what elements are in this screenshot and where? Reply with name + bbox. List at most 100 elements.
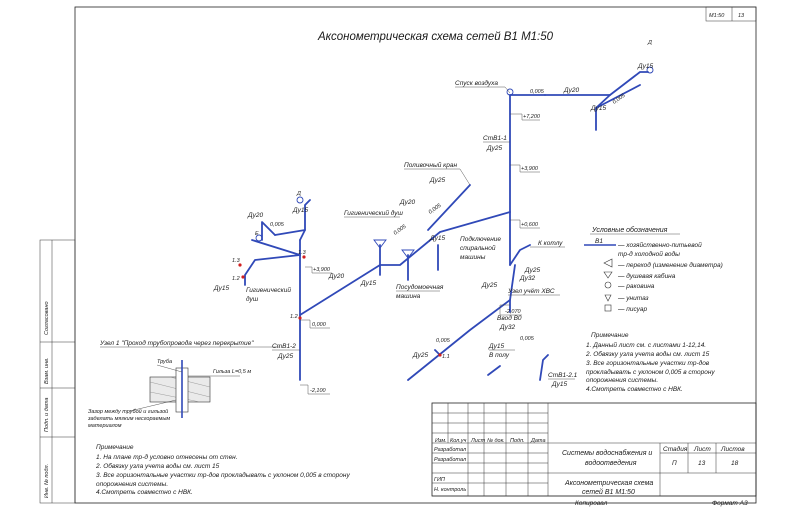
label-sub-b: Е	[255, 231, 259, 237]
label-watering-tap: Поливочный кран	[404, 161, 457, 169]
tb-r-razrab2: Разработал	[434, 457, 466, 463]
notes-right-2: 2. Обвязку узла учета воды см. лист 15	[585, 350, 710, 358]
tb-h-podp: Подп.	[510, 438, 525, 444]
notes-left-4: опорожнения системы.	[96, 481, 168, 488]
slope-1: 0,005	[530, 89, 545, 95]
elev-3900b: +3,900	[313, 267, 331, 273]
label-air-release: Спуск воздуха	[455, 79, 498, 87]
tb-kopiroval: Копировал	[575, 500, 608, 507]
elev-7200: +7,200	[523, 114, 541, 120]
notes-right-4: прокладывать с уклоном 0,005 в сторону	[586, 368, 715, 376]
legend: Условные обозначения В1 — хозяйственно-п…	[584, 226, 723, 313]
sheet-number-box	[705, 6, 757, 22]
marker-1-2b: 1.2	[232, 276, 240, 282]
stamp-soglasovano: Согласовано	[44, 301, 50, 335]
node-gap-1: Зазор между трубой и гильзой	[88, 408, 168, 415]
notes-right-1: 1. Данный лист см. с листами 1-12,14.	[586, 341, 706, 349]
stamp-podp-data: Подп. и дата	[44, 398, 50, 432]
notes-right-5: опорожнения системы.	[586, 377, 658, 384]
dn-15-c: Ду15	[292, 207, 309, 214]
tb-r-nkontr: Н. контроль	[434, 487, 466, 493]
notes-right-3: 3. Все горизонтальные участки тр-дов	[586, 359, 710, 367]
legend-title: Условные обозначения	[591, 226, 668, 234]
dn-25-a: Ду25	[429, 177, 446, 184]
label-sub-a: Д	[296, 191, 301, 197]
slope-labels: 0,005 0,005 0,005 0,005 0,005 0,005 0,00…	[270, 89, 627, 344]
elev-2100: -2,100	[310, 388, 327, 394]
label-meter-node: Узел учёт ХВС	[507, 288, 555, 295]
elev-0600: +0,600	[521, 222, 539, 228]
label-shower-b1: Гигиенический	[246, 286, 291, 294]
dn-20-a: Ду20	[563, 87, 580, 94]
slope-3: 0,005	[428, 202, 443, 215]
label-to-floor-dn: Ду15	[488, 343, 505, 350]
notes-right-title: Примечание	[591, 332, 629, 339]
dn-32-a: Ду32	[519, 275, 536, 282]
riser-1-dn: Ду25	[486, 145, 503, 152]
label-dishwasher-b1: Посудомоечная	[396, 283, 444, 291]
dn-15-a: Ду15	[637, 63, 654, 70]
dn-15-d: Ду15	[429, 235, 446, 242]
label-input-b0: Ввод В0	[497, 314, 522, 322]
node-gap-3: материалом	[88, 423, 122, 429]
notes-left-5: 4.Смотреть совместно с НВК.	[96, 489, 193, 496]
side-stamp: Согласовано Взам. инв. Подп. и дата Инв.…	[39, 239, 76, 504]
legend-toilet: — унитаз	[617, 295, 649, 302]
elev-3900: +3,900	[521, 166, 539, 172]
elev-2070: -2,070	[505, 309, 522, 315]
riser-21-label: СтВ1-2.1	[548, 372, 578, 379]
dn-25-b: Ду25	[524, 267, 541, 274]
legend-b1-text-2: тр-д холодной воды	[618, 250, 680, 258]
label-hygienic-shower: Гигиенический душ	[344, 209, 404, 217]
tb-h-kol: Кол.уч	[450, 438, 467, 444]
elevation-tags: +7,200 +3,900 +0,600 +3,900 0,000 -2,100…	[300, 113, 541, 395]
label-spiral-b1: Подключение	[460, 235, 501, 243]
stamp-inv-podl: Инв. № подл.	[44, 464, 50, 498]
notes-right: Примечание 1. Данный лист см. с листами …	[585, 332, 715, 393]
label-dishwasher-b2: машина	[396, 293, 421, 300]
tb-lists-h: Листов	[720, 446, 745, 453]
pipe-network	[244, 71, 649, 381]
slope-6: 0,005	[436, 338, 451, 344]
slope-4: 0,005	[270, 222, 285, 228]
tb-r-razrab1: Разработал	[434, 447, 466, 453]
notes-left: Примечание 1. На плане тр-д условно отне…	[95, 444, 350, 496]
label-to-boiler: К котлу	[538, 240, 563, 247]
slope-5: 0,005	[393, 223, 408, 236]
marker-1-2a: 1.2	[290, 314, 298, 320]
node-sleeve-label: Гильза L=0,5 м	[213, 369, 251, 375]
sheet-number: 13	[738, 13, 745, 19]
legend-shower: — душевая кабина	[617, 272, 676, 280]
label-to-floor: В полу	[489, 352, 510, 359]
shower-icon	[603, 271, 613, 279]
tb-stage-h: Стадия	[663, 445, 688, 453]
dn-25-d: Ду25	[412, 352, 429, 359]
marker-1-3a: 1.3	[298, 250, 307, 256]
riser-21-dn: Ду15	[551, 381, 568, 388]
tb-sheet-title-2: сетей В1 М1:50	[582, 488, 635, 496]
riser-2-dn: Ду25	[277, 353, 294, 360]
riser-1-label: СтВ1-1	[483, 135, 507, 142]
marker-1-3b: 1.3	[232, 258, 241, 264]
label-input-dn: Ду32	[499, 324, 516, 331]
legend-b1-code: В1	[595, 238, 603, 245]
tb-lists-v: 18	[731, 460, 739, 467]
dn-20-d: Ду20	[328, 273, 345, 280]
notes-left-title: Примечание	[96, 444, 134, 451]
stamp-vzam-inv: Взам. инв.	[44, 357, 50, 384]
tb-list-h: Лист	[693, 446, 711, 453]
label-spiral-b3: машины	[460, 254, 486, 261]
legend-urinal: — писуар	[617, 306, 648, 313]
dn-20-b: Ду20	[399, 199, 416, 206]
sink-icon	[604, 281, 612, 289]
riser-2-label: СтВ1-2	[272, 343, 296, 350]
notes-right-6: 4.Смотреть совместно с НВК.	[586, 386, 683, 393]
legend-transition: — переход (изменение диаметра)	[617, 261, 723, 269]
tb-list-v: 13	[698, 460, 706, 467]
label-sub-d: Д	[647, 40, 652, 46]
dn-20-c: Ду20	[247, 212, 264, 219]
node-pipe-label: Труба	[157, 359, 172, 365]
label-shower-b2: душ	[246, 295, 259, 303]
legend-b1-text-1: — хозяйственно-питьевой	[617, 241, 702, 249]
